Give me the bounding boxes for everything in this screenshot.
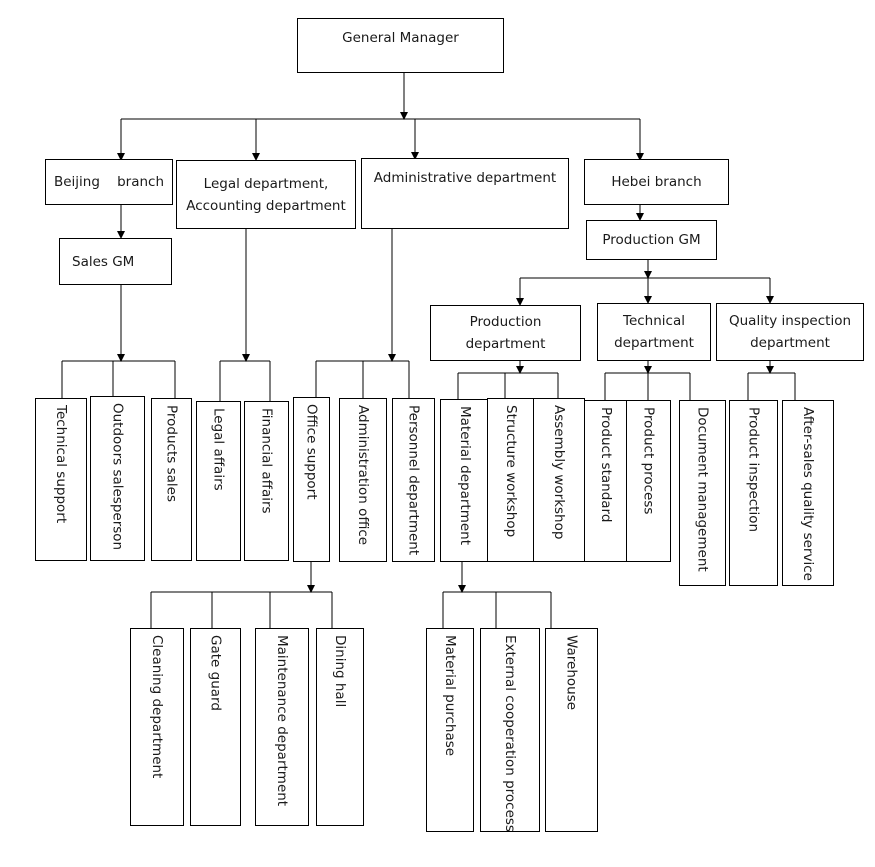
node-administration-office: Administration office bbox=[339, 398, 387, 562]
node-gate-guard: Gate guard bbox=[190, 628, 241, 826]
node-product-standard: Product standard bbox=[584, 400, 628, 562]
node-products-sales: Products sales bbox=[151, 398, 192, 561]
node-cleaning-department-label: Cleaning department bbox=[149, 635, 165, 779]
node-production-department-line2: department bbox=[465, 336, 546, 352]
node-hebei-branch-label: Hebei branch bbox=[611, 174, 702, 190]
node-products-sales-label: Products sales bbox=[163, 405, 180, 502]
node-administrative-department: Administrative department bbox=[361, 158, 569, 229]
node-outdoors-salesperson-label: Outdoors salesperson bbox=[109, 403, 126, 551]
node-general-manager: General Manager bbox=[297, 18, 504, 73]
node-production-department-line1: Production bbox=[469, 314, 542, 330]
node-external-cooperation-process: External cooperation process bbox=[480, 628, 540, 832]
node-after-sales-quality-service-label: After-sales quality service bbox=[800, 407, 816, 581]
node-material-department: Material department bbox=[440, 399, 490, 562]
node-after-sales-quality-service: After-sales quality service bbox=[782, 400, 834, 586]
node-material-department-label: Material department bbox=[457, 406, 473, 546]
node-office-support-label: Office support bbox=[303, 404, 320, 500]
node-document-management-label: Document management bbox=[694, 407, 711, 572]
node-administration-office-label: Administration office bbox=[355, 405, 371, 546]
node-product-process-label: Product process bbox=[640, 407, 657, 515]
node-legal-affairs-label: Legal affairs bbox=[210, 408, 227, 491]
node-warehouse: Warehouse bbox=[545, 628, 598, 832]
node-financial-affairs: Financial affairs bbox=[244, 401, 289, 561]
node-legal-affairs: Legal affairs bbox=[196, 401, 241, 561]
node-cleaning-department: Cleaning department bbox=[130, 628, 184, 826]
node-outdoors-salesperson: Outdoors salesperson bbox=[90, 396, 145, 561]
node-structure-workshop: Structure workshop bbox=[487, 398, 535, 562]
node-office-support: Office support bbox=[293, 397, 330, 562]
node-production-department: Production department bbox=[430, 305, 581, 361]
node-administrative-department-label: Administrative department bbox=[373, 170, 557, 186]
node-assembly-workshop: Assembly workshop bbox=[533, 398, 585, 562]
node-technical-department-line1: Technical bbox=[623, 313, 685, 329]
node-technical-department: Technical department bbox=[597, 303, 711, 361]
node-maintenance-department-label: Maintenance department bbox=[274, 635, 290, 807]
node-warehouse-label: Warehouse bbox=[563, 635, 580, 711]
node-beijing-branch-label: Beijing branch bbox=[53, 174, 165, 190]
node-external-cooperation-process-label: External cooperation process bbox=[502, 635, 518, 832]
node-assembly-workshop-label: Assembly workshop bbox=[551, 405, 567, 540]
node-product-inspection-label: Product inspection bbox=[745, 407, 762, 533]
node-dining-hall-label: Dining hall bbox=[332, 635, 348, 708]
node-quality-inspection-department: Quality inspection department bbox=[716, 303, 864, 361]
node-gate-guard-label: Gate guard bbox=[207, 635, 224, 711]
node-general-manager-label: General Manager bbox=[342, 30, 459, 46]
node-production-gm-label: Production GM bbox=[602, 232, 701, 248]
node-technical-support-label: Technical support bbox=[53, 405, 69, 524]
node-product-inspection: Product inspection bbox=[729, 400, 778, 586]
node-quality-inspection-line1: Quality inspection bbox=[728, 313, 852, 329]
node-legal-accounting-line1: Legal department, bbox=[203, 175, 329, 192]
node-product-process: Product process bbox=[626, 400, 671, 562]
node-legal-accounting-line2: Accounting department bbox=[186, 197, 346, 214]
node-personnel-department: Personnel department bbox=[392, 398, 435, 562]
node-dining-hall: Dining hall bbox=[316, 628, 364, 826]
node-material-purchase-label: Material purchase bbox=[442, 635, 458, 757]
node-sales-gm-label: Sales GM bbox=[72, 253, 135, 270]
node-maintenance-department: Maintenance department bbox=[255, 628, 309, 826]
node-quality-inspection-line2: department bbox=[750, 335, 830, 351]
node-document-management: Document management bbox=[679, 400, 726, 586]
node-hebei-branch: Hebei branch bbox=[584, 159, 729, 205]
node-product-standard-label: Product standard bbox=[598, 407, 614, 523]
node-technical-department-line2: department bbox=[614, 335, 694, 351]
node-production-gm: Production GM bbox=[586, 220, 717, 260]
node-legal-accounting: Legal department, Accounting department bbox=[176, 160, 356, 229]
node-technical-support: Technical support bbox=[35, 398, 87, 561]
node-financial-affairs-label: Financial affairs bbox=[258, 408, 275, 514]
node-material-purchase: Material purchase bbox=[426, 628, 474, 832]
node-sales-gm: Sales GM bbox=[59, 238, 172, 285]
node-personnel-department-label: Personnel department bbox=[405, 405, 422, 556]
node-structure-workshop-label: Structure workshop bbox=[503, 405, 519, 538]
node-beijing-branch: Beijing branch bbox=[45, 159, 173, 205]
